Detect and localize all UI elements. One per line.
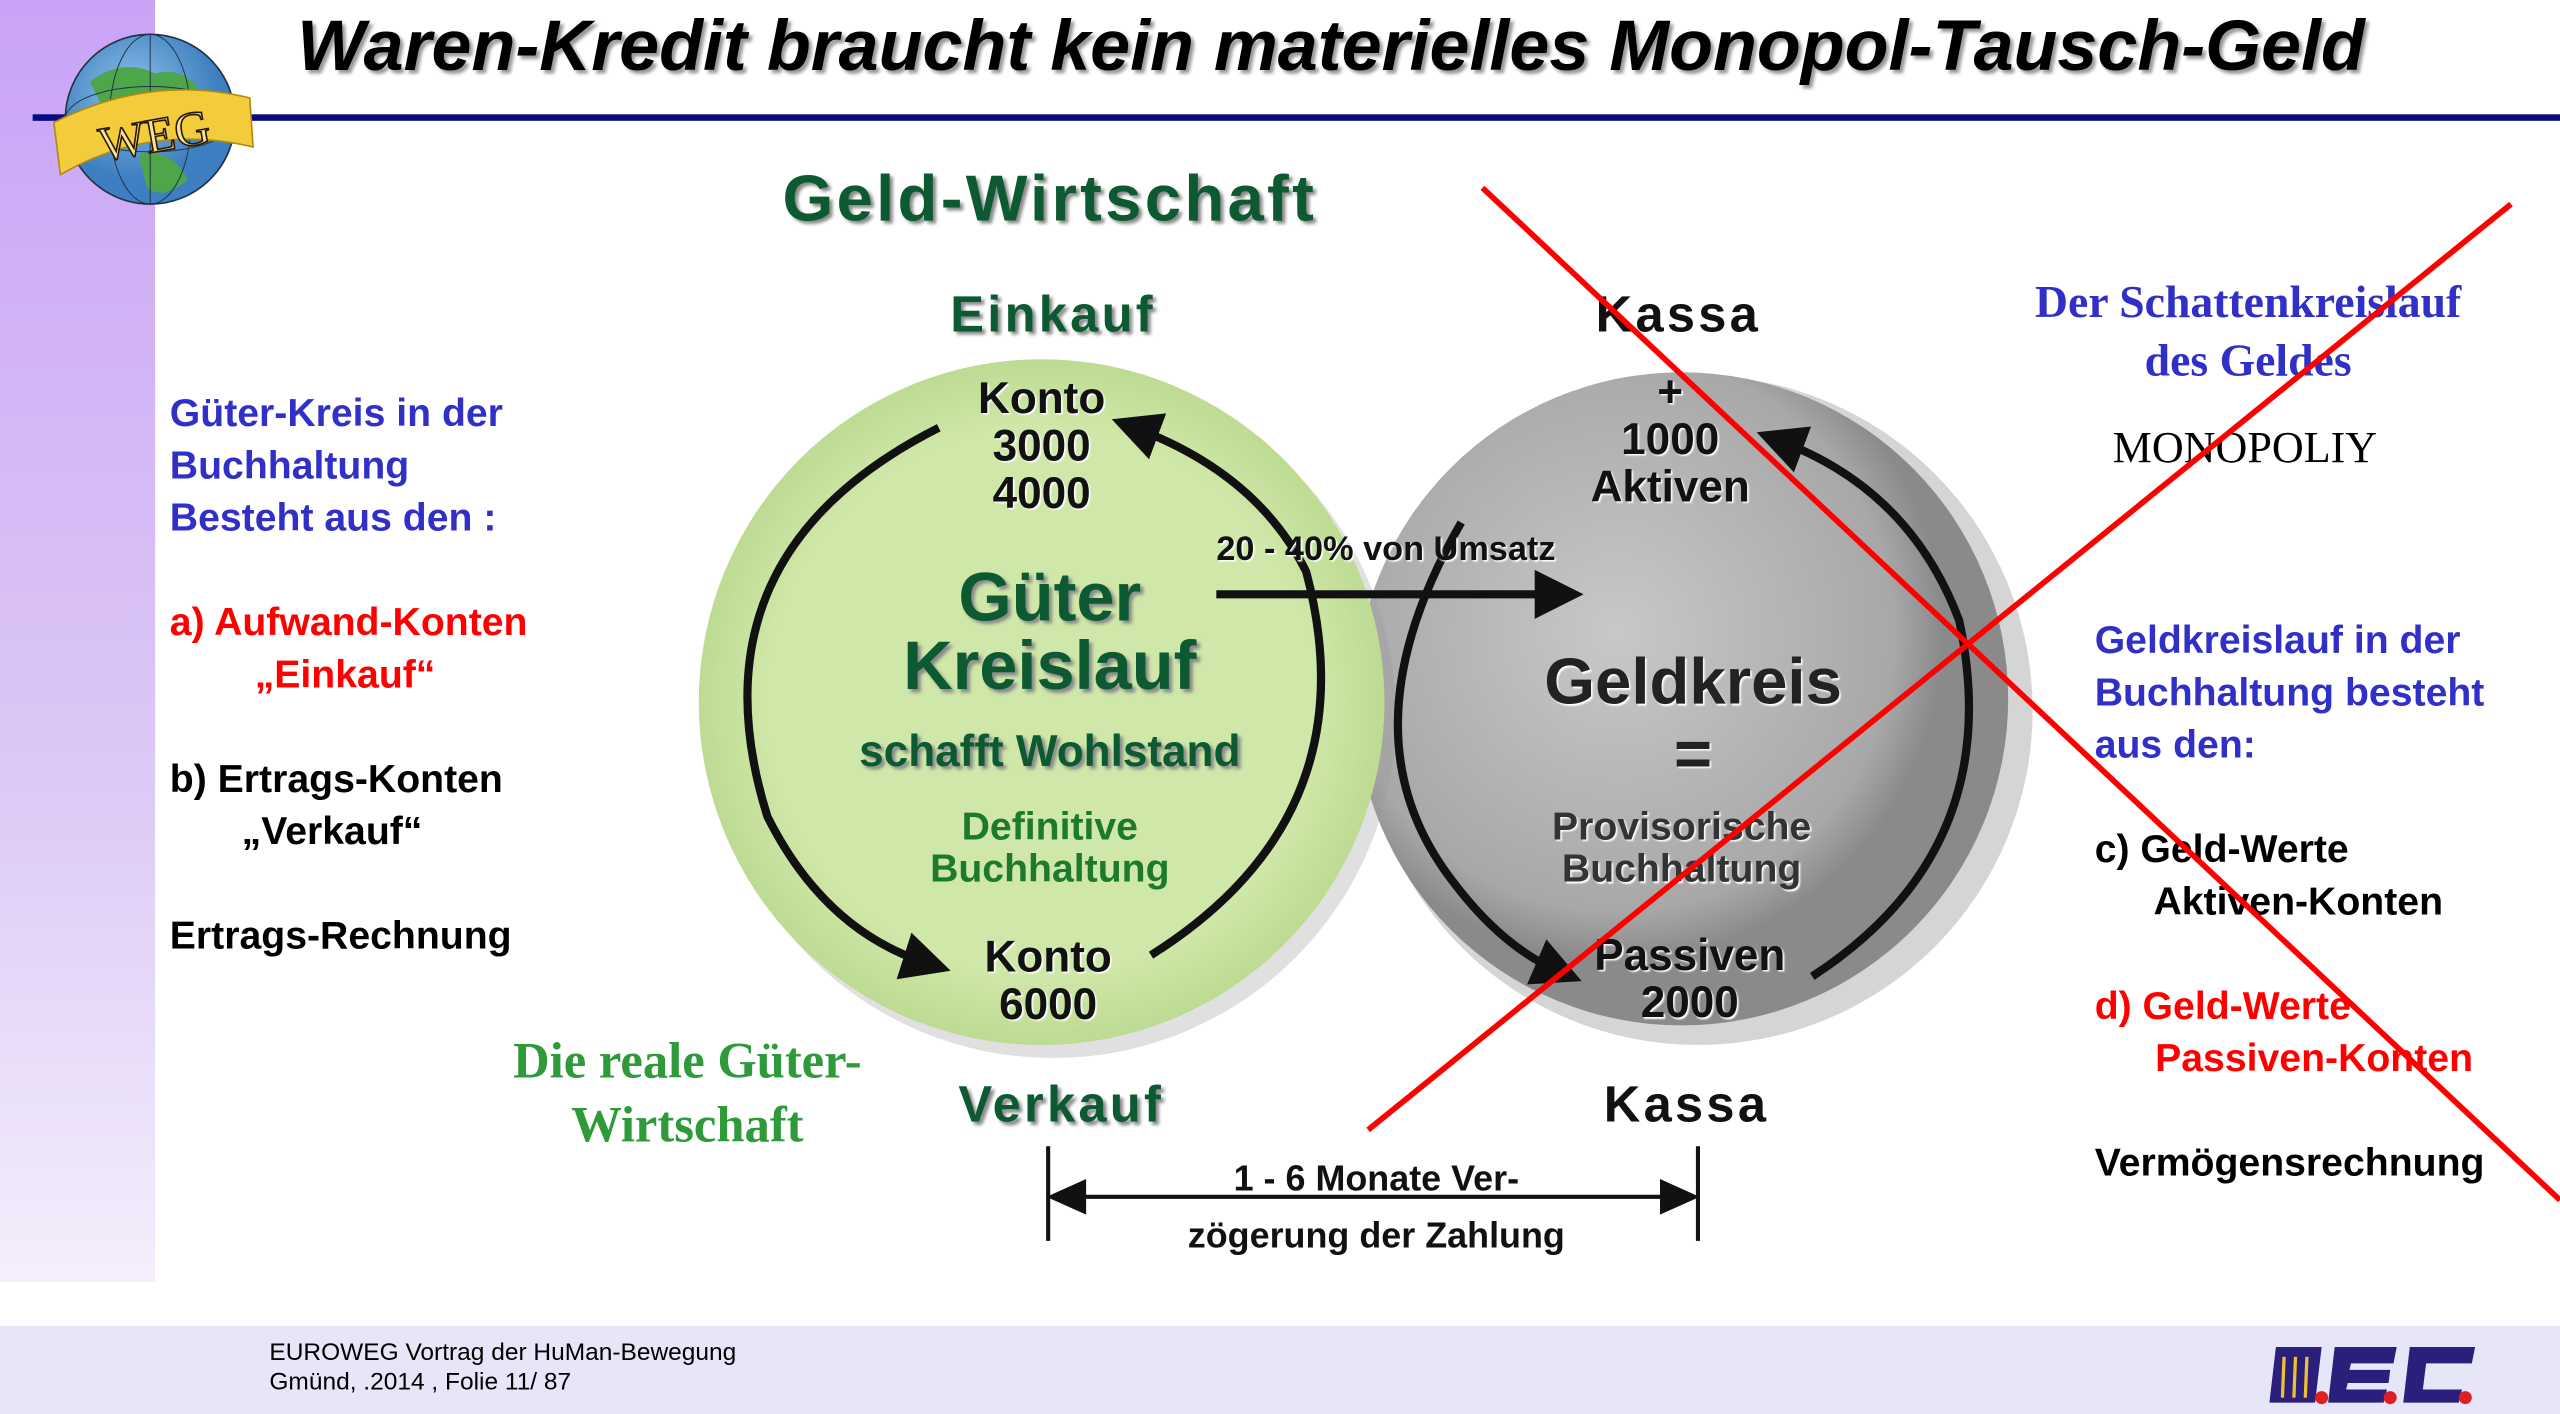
left-explanation: Güter-Kreis in der Buchhaltung Besteht a… [170, 389, 528, 964]
item-a-sub: „Einkauf“ [254, 653, 436, 698]
buchhaltung-text: Buchhaltung [1561, 847, 1802, 892]
footer-line-2: Gmünd, .2014 , Folie 11/ 87 [269, 1368, 572, 1397]
real-economy-label: Die reale Güter-Wirtschaft [513, 1029, 862, 1156]
item-d: d) Geld-Werte [2094, 984, 2351, 1029]
delay-label: 1 - 6 Monate Ver-zögerung der Zahlung [1188, 1149, 1565, 1263]
delay-bracket [1046, 1146, 1700, 1241]
cross-line [1366, 201, 2513, 1133]
left-accent-bar [0, 0, 156, 1282]
label-kassa-top: Kassa [1595, 285, 1762, 343]
goods-cycle-arrow-right [1111, 413, 1326, 959]
diagram-heading: Geld-Wirtschaft [782, 163, 1318, 236]
passiven-number: 2000 [1640, 978, 1739, 1028]
delay-line-1: 1 - 6 Monate Ver- [1233, 1157, 1520, 1199]
title-rule [32, 114, 2560, 121]
konto-label: Konto [977, 373, 1106, 423]
money-cycle-arrow-left [1393, 520, 1582, 985]
item-c: c) Geld-Werte [2094, 827, 2349, 872]
item-d-sub: Passiven-Konten [2155, 1036, 2474, 1081]
monopoly-label: MONOPOLIY [2112, 422, 2378, 472]
cross-line [1480, 185, 2560, 1203]
item-c-sub: Aktiven-Konten [2153, 880, 2444, 925]
left-intro-line: Besteht aus den : [169, 496, 497, 541]
reale-line-1: Die reale Güter- [513, 1031, 862, 1090]
wohlstand-text: schafft Wohlstand [859, 726, 1241, 776]
buchhaltung-text: Buchhaltung [930, 847, 1170, 892]
label-verkauf: Verkauf [958, 1076, 1165, 1134]
gueter-text: Güter [958, 558, 1142, 636]
definitive-text: Definitive [961, 804, 1138, 850]
delay-line-2: zögerung der Zahlung [1187, 1214, 1565, 1256]
goods-cycle-arrow-left [743, 424, 951, 980]
label-kassa-bottom: Kassa [1603, 1076, 1770, 1134]
item-b-sub: „Verkauf“ [241, 809, 423, 854]
right-intro-line: Buchhaltung besteht [2094, 671, 2485, 716]
reale-line-2: Wirtschaft [571, 1095, 804, 1153]
weg-globe-logo: WEG [52, 33, 254, 205]
konto-number: 6000 [999, 979, 1098, 1029]
right-summary: Vermögensrechnung [2094, 1141, 2485, 1186]
goods-circle [698, 359, 1385, 1045]
footer-line-1: EUROWEG Vortrag der HuMan-Bewegung [269, 1338, 737, 1367]
item-a: a) Aufwand-Konten [169, 600, 528, 645]
weg-footer-logo [2269, 1347, 2476, 1405]
kreislauf-text: Kreislauf [903, 626, 1197, 704]
aktiven-number: 1000 [1621, 414, 1720, 464]
label-einkauf: Einkauf [950, 285, 1156, 343]
left-intro-line: Güter-Kreis in der [169, 391, 503, 436]
footer-band [0, 1325, 2560, 1414]
right-intro-line: aus den: [2094, 723, 2256, 768]
konto-number: 4000 [992, 468, 1091, 518]
right-explanation: Geldkreislauf in der Buchhaltung besteht… [2095, 616, 2485, 1191]
konto-number: 3000 [992, 421, 1091, 471]
money-circle [1355, 372, 2009, 1026]
left-summary: Ertrags-Rechnung [169, 914, 512, 959]
konto-label: Konto [984, 932, 1112, 982]
left-intro-line: Buchhaltung [169, 444, 410, 489]
slide-title: Waren-Kredit braucht kein materielles Mo… [297, 6, 2365, 87]
geldkreis-title: Geldkreis [1544, 646, 1842, 719]
equals-sign: = [1673, 718, 1713, 791]
item-b: b) Ertrags-Konten [169, 757, 503, 802]
umsatz-label: 20 - 40% von Umsatz [1216, 530, 1556, 569]
passiven-label: Passiven [1594, 930, 1786, 980]
right-intro-line: Geldkreislauf in der [2094, 618, 2461, 663]
aktiven-label: Aktiven [1590, 462, 1750, 512]
provisorische-text: Provisorische [1552, 804, 1812, 850]
